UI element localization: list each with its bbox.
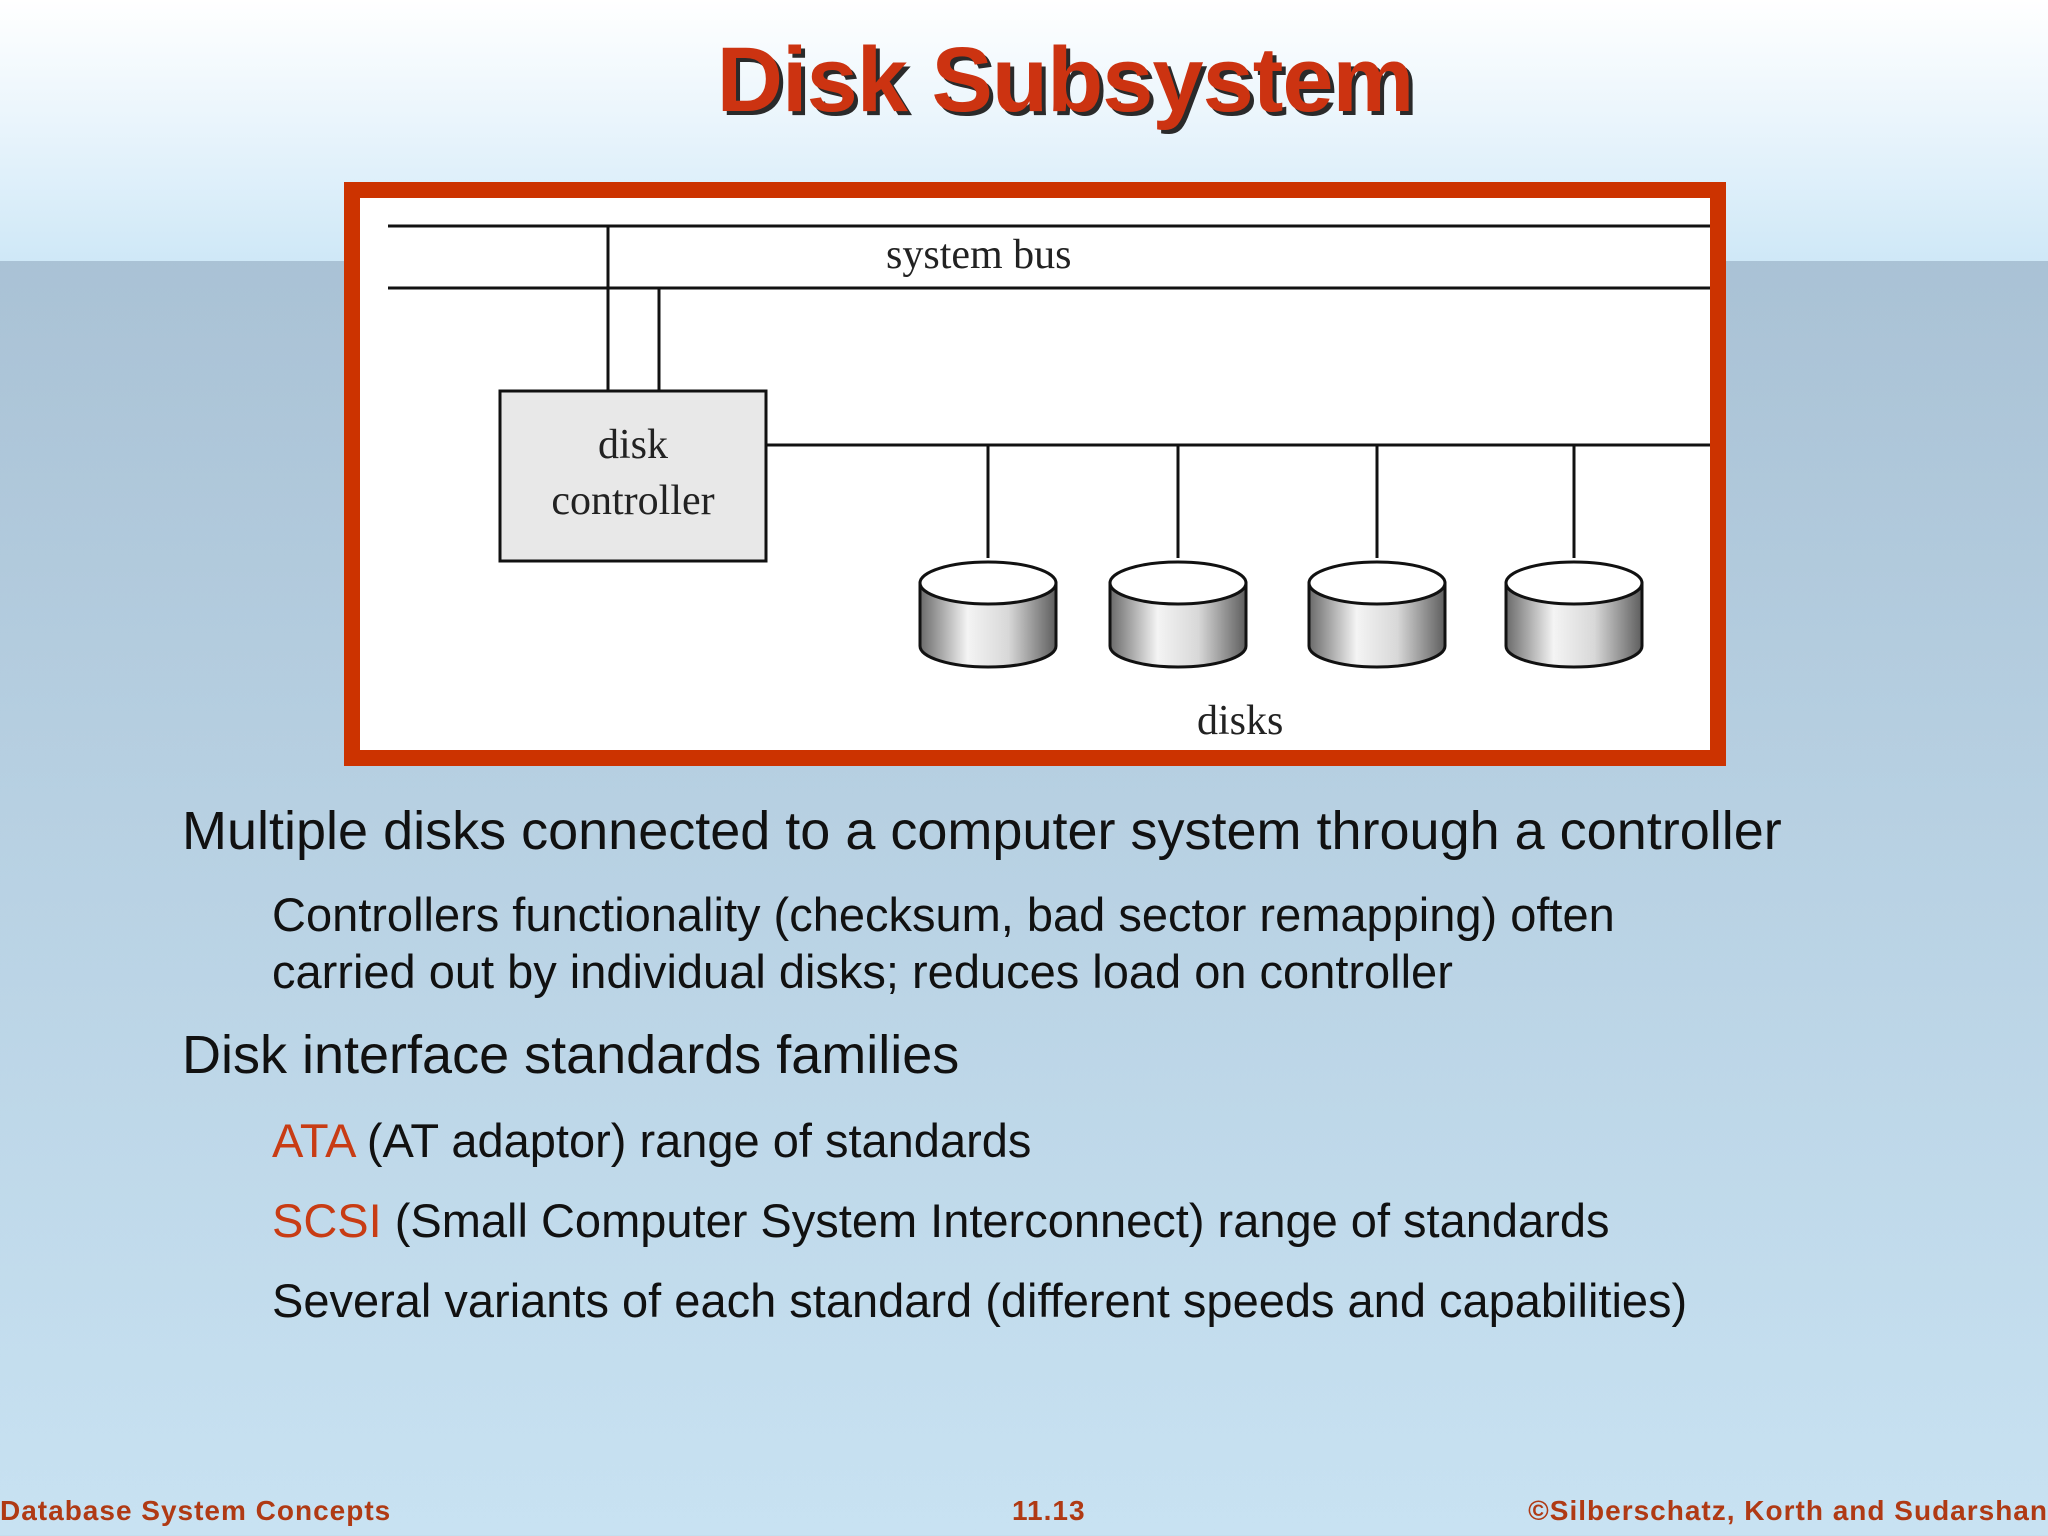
- scsi-term: SCSI: [272, 1194, 382, 1247]
- sub-bullet-ata: ATA (AT adaptor) range of standards: [272, 1112, 1031, 1169]
- sub-bullet-controllers-line2: carried out by individual disks; reduces…: [272, 945, 1453, 998]
- slide-title: Disk Subsystem: [716, 29, 1415, 131]
- disk-subsystem-diagram: system bus disk controller disks: [344, 182, 1726, 766]
- footer-page-number: 11.13: [1012, 1495, 1086, 1526]
- disk-4: [1504, 560, 1644, 669]
- sub-bullet-variants: Several variants of each standard (diffe…: [272, 1274, 1688, 1327]
- bullet-multiple-disks: Multiple disks connected to a computer s…: [182, 801, 1782, 861]
- footer-copyright: ©Silberschatz, Korth and Sudarshan: [1528, 1495, 2048, 1526]
- disks-label: disks: [1197, 698, 1284, 744]
- diagram-svg: [388, 224, 1710, 669]
- disk-2: [1108, 560, 1248, 669]
- ata-description: (AT adaptor) range of standards: [353, 1114, 1032, 1167]
- controller-label-line1: disk: [597, 422, 668, 468]
- sub-bullet-controllers-line1: Controllers functionality (checksum, bad…: [272, 888, 1615, 941]
- controller-label-line2: controller: [551, 478, 715, 524]
- disk-1: [918, 560, 1058, 669]
- disk-controller-box: [498, 389, 768, 563]
- sub-bullet-scsi: SCSI (Small Computer System Interconnect…: [272, 1192, 1609, 1249]
- scsi-description: (Small Computer System Interconnect) ran…: [381, 1194, 1610, 1247]
- bullet-interface-standards: Disk interface standards families: [182, 1025, 960, 1085]
- ata-term: ATA: [272, 1114, 354, 1167]
- footer-book-title: Database System Concepts: [0, 1495, 392, 1526]
- disk-3: [1307, 560, 1447, 669]
- system-bus-label: system bus: [886, 232, 1072, 278]
